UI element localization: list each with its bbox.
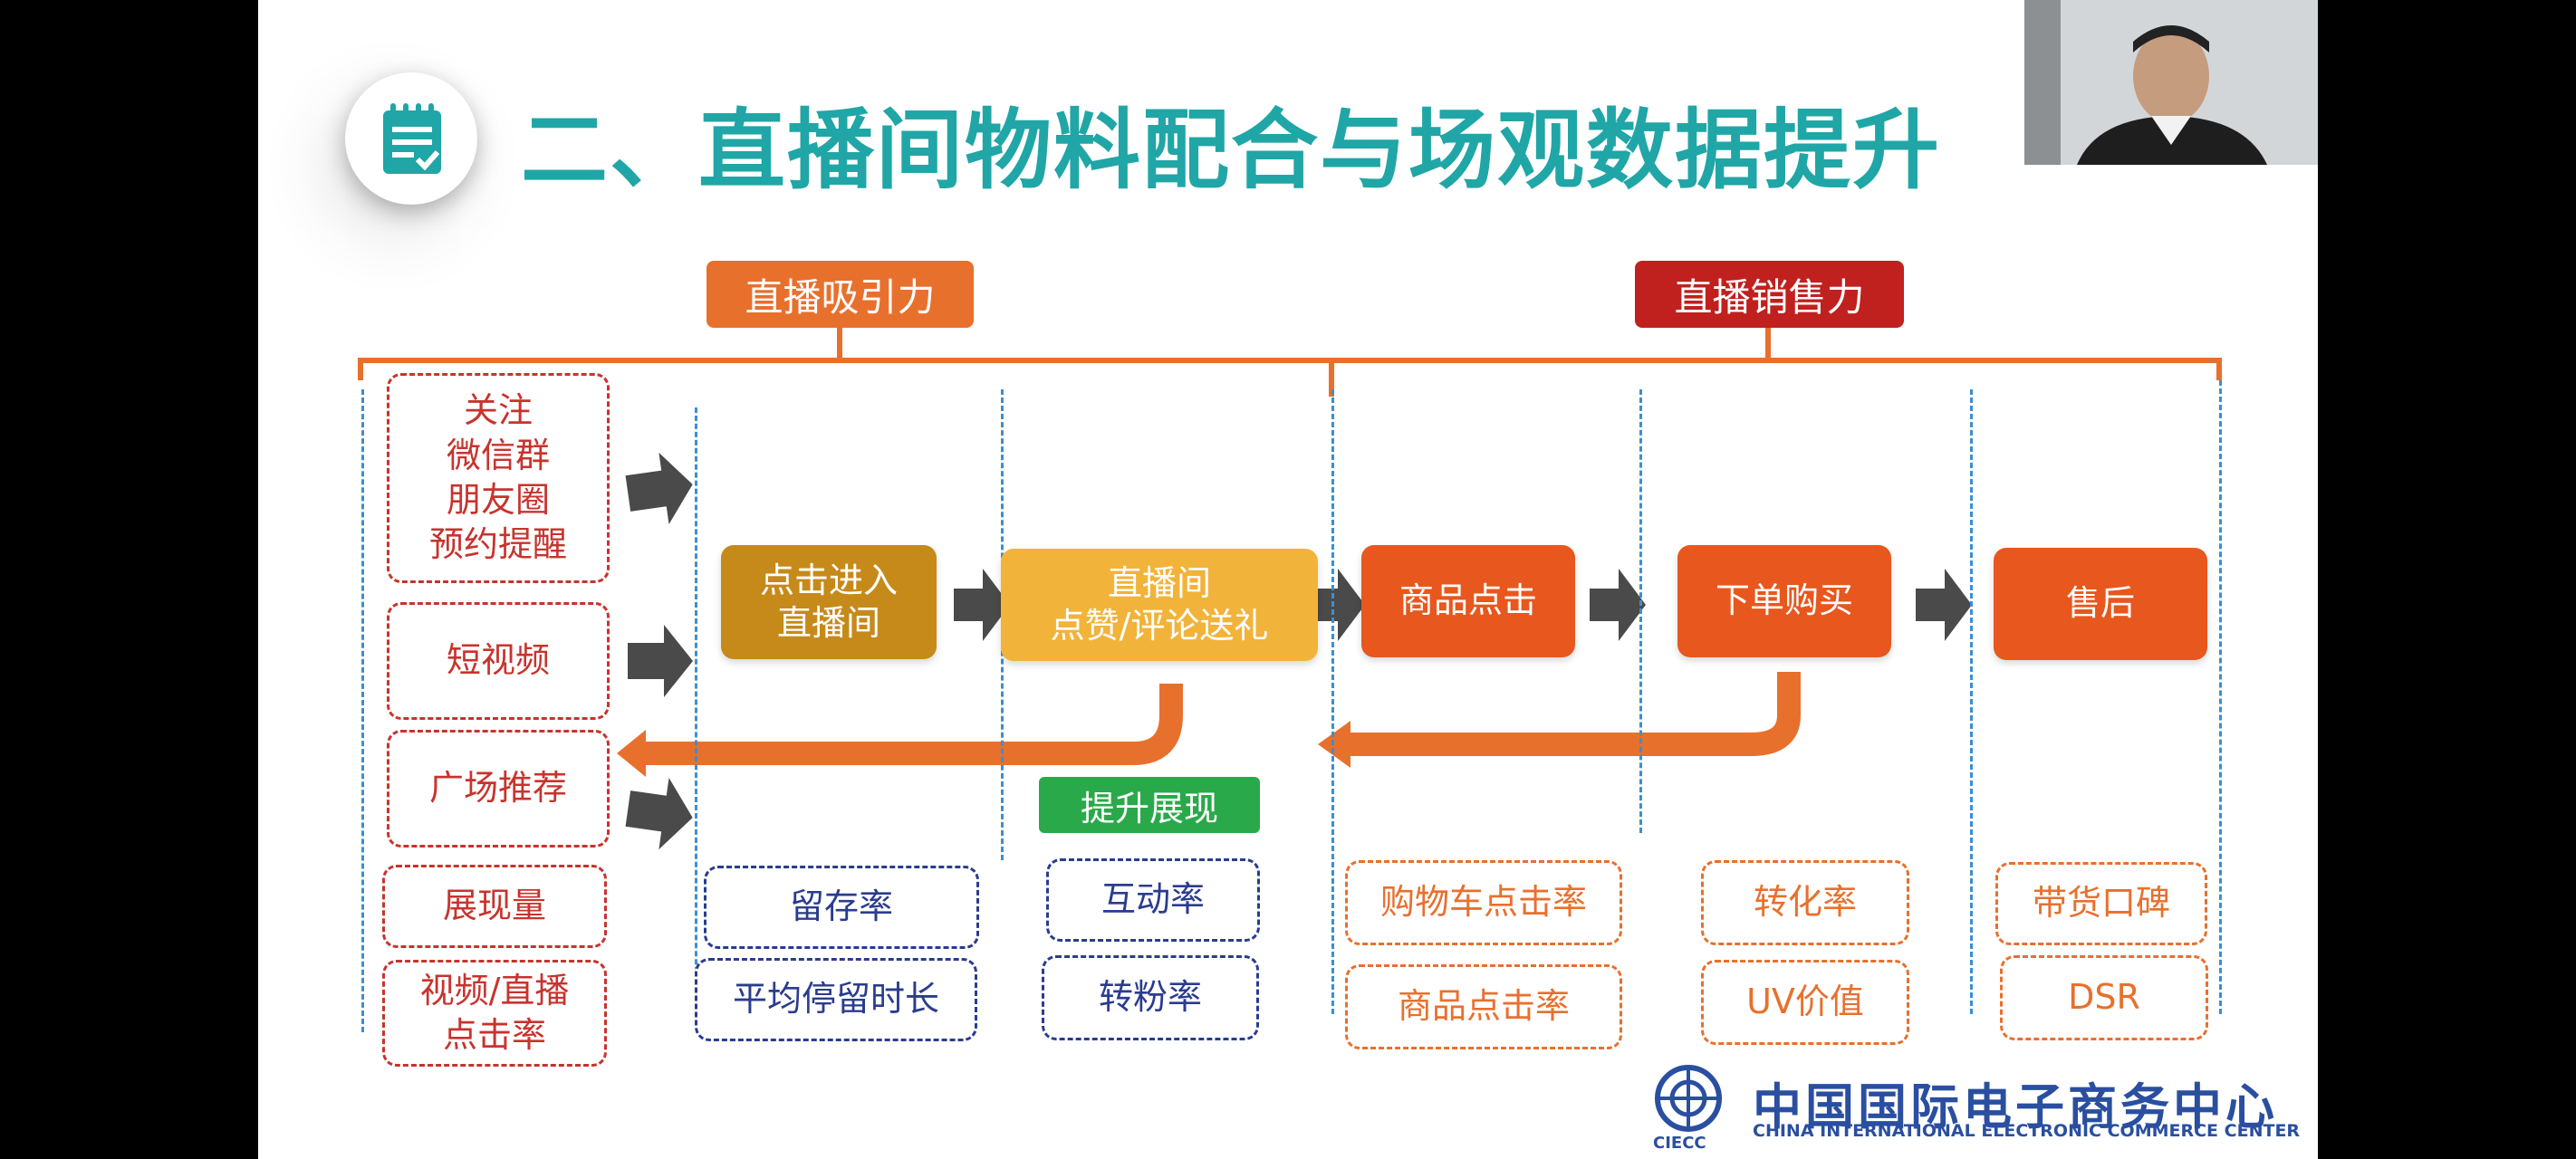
metric-avg-stay: 平均停留时长 [695,958,977,1041]
step-interact-line: 直播间 [1107,562,1211,603]
metric-click-rate-line: 视频/直播 [419,970,570,1011]
step-after-sale: 售后 [1994,548,2207,660]
category-sales: 直播销售力 [1635,261,1904,328]
metric-impressions: 展现量 [382,865,607,948]
step-product-click: 商品点击 [1361,545,1575,657]
metric-reputation: 带货口碑 [1995,862,2207,945]
step-interact-line: 点赞/评论送礼 [1050,606,1269,646]
source-square: 广场推荐 [387,730,610,848]
source-follow-line: 微信群 [446,435,550,475]
source-follow-line: 关注 [463,390,533,431]
column-divider [1970,389,1973,1014]
presenter-video-icon [2024,0,2318,165]
step-enter-room: 点击进入 直播间 [721,545,937,659]
step-enter-line: 点击进入 [759,560,898,600]
source-short-video: 短视频 [387,602,610,720]
column-divider [1639,389,1642,833]
step-interact: 直播间 点赞/评论送礼 [1001,549,1318,661]
column-divider [2219,380,2222,1014]
diagram-connectors [358,328,2222,850]
source-follow-line: 朋友圈 [446,480,550,520]
category-attraction: 直播吸引力 [706,261,974,328]
metric-dsr: DSR [2000,955,2208,1040]
column-divider [361,389,364,1032]
metric-product-click: 商品点击率 [1345,964,1622,1049]
metric-conversion: 转化率 [1701,860,1909,945]
metric-click-rate-line: 点击率 [442,1015,546,1055]
metric-interaction: 互动率 [1046,858,1260,942]
metric-retention: 留存率 [704,866,979,949]
metric-uv-value: UV价值 [1701,960,1909,1045]
presenter-webcam [2024,0,2318,165]
boost-label: 提升展现 [1039,777,1260,833]
page-title: 二、直播间物料配合与场观数据提升 [521,100,1941,201]
source-follow: 关注 微信群 朋友圈 预约提醒 [387,373,610,583]
metric-cart-click: 购物车点击率 [1345,860,1622,945]
ciecc-logo-icon [1655,1065,1722,1132]
logo-english-name: CHINA INTERNATIONAL ELECTRONIC COMMERCE … [1753,1121,2301,1141]
notepad-badge [345,72,477,205]
source-follow-line: 预约提醒 [428,524,567,565]
metric-follow-conversion: 转粉率 [1042,955,1259,1040]
column-divider [1331,389,1334,1014]
step-enter-line: 直播间 [776,603,880,643]
step-order: 下单购买 [1677,545,1891,657]
notepad-check-icon [383,103,441,174]
logo-chinese-name: 中国国际电子商务中心 [1753,1078,2278,1135]
column-divider [695,407,697,1005]
presentation-slide: 二、直播间物料配合与场观数据提升 直播吸引力 直播销售力 关注 微信群 朋友圈 [258,0,2318,1159]
logo-abbreviation: CIECC [1653,1134,1706,1153]
metric-click-rate: 视频/直播 点击率 [382,960,607,1067]
